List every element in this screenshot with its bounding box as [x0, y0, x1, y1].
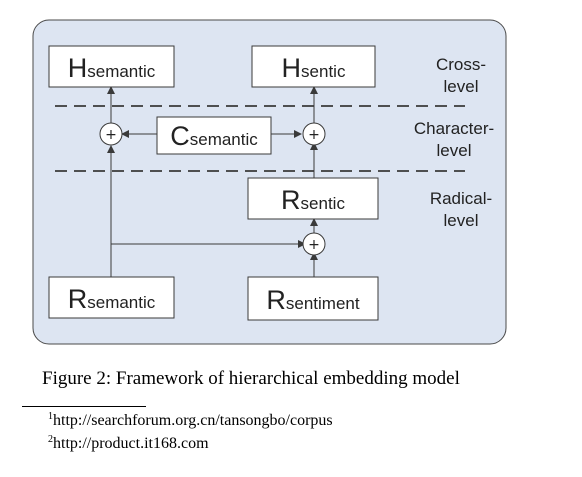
h-sentic-node: Hsentic — [251, 45, 376, 88]
h-semantic-node: Hsemantic — [48, 45, 175, 88]
cross-level-label: Cross- level — [436, 55, 486, 96]
footnote-2: 2http://product.it168.com — [48, 434, 209, 453]
footnote-1: 1http://searchforum.org.cn/tansongbo/cor… — [48, 411, 333, 430]
svg-text:+: + — [308, 127, 320, 143]
svg-text:Cross-: Cross- — [436, 55, 486, 74]
svg-text:Hsentic: Hsentic — [282, 53, 346, 83]
footnote-separator — [22, 406, 146, 407]
plus-operator-right: + — [302, 122, 326, 146]
footnote-2-mark: 2 — [48, 434, 53, 445]
framework-diagram: Hsemantic Hsentic Csemantic Rsentic Rsem… — [32, 19, 507, 345]
footnote-2-text: http://product.it168.com — [53, 435, 209, 452]
svg-text:level: level — [444, 211, 479, 230]
svg-text:Rsentiment: Rsentiment — [266, 285, 359, 315]
footnote-1-text: http://searchforum.org.cn/tansongbo/corp… — [53, 412, 333, 429]
svg-text:Hsemantic: Hsemantic — [68, 53, 156, 83]
svg-text:Rsentic: Rsentic — [281, 185, 345, 215]
radical-level-label: Radical- level — [430, 189, 492, 230]
c-semantic-node: Csemantic — [156, 116, 272, 155]
svg-text:Csemantic: Csemantic — [170, 121, 258, 151]
svg-text:Character-: Character- — [414, 119, 494, 138]
r-sentic-node: Rsentic — [247, 177, 379, 220]
svg-text:+: + — [308, 237, 320, 253]
r-sentiment-node: Rsentiment — [247, 276, 379, 321]
r-semantic-node: Rsemantic — [48, 276, 175, 319]
plus-operator-left: + — [99, 122, 123, 146]
svg-text:Radical-: Radical- — [430, 189, 492, 208]
svg-text:level: level — [444, 77, 479, 96]
footnote-1-mark: 1 — [48, 411, 53, 422]
plus-operator-lower: + — [302, 232, 326, 256]
svg-text:level: level — [437, 141, 472, 160]
svg-text:Rsemantic: Rsemantic — [68, 284, 156, 314]
figure-caption: Figure 2: Framework of hierarchical embe… — [42, 368, 460, 389]
character-level-label: Character- level — [414, 119, 494, 160]
svg-text:+: + — [105, 127, 117, 143]
